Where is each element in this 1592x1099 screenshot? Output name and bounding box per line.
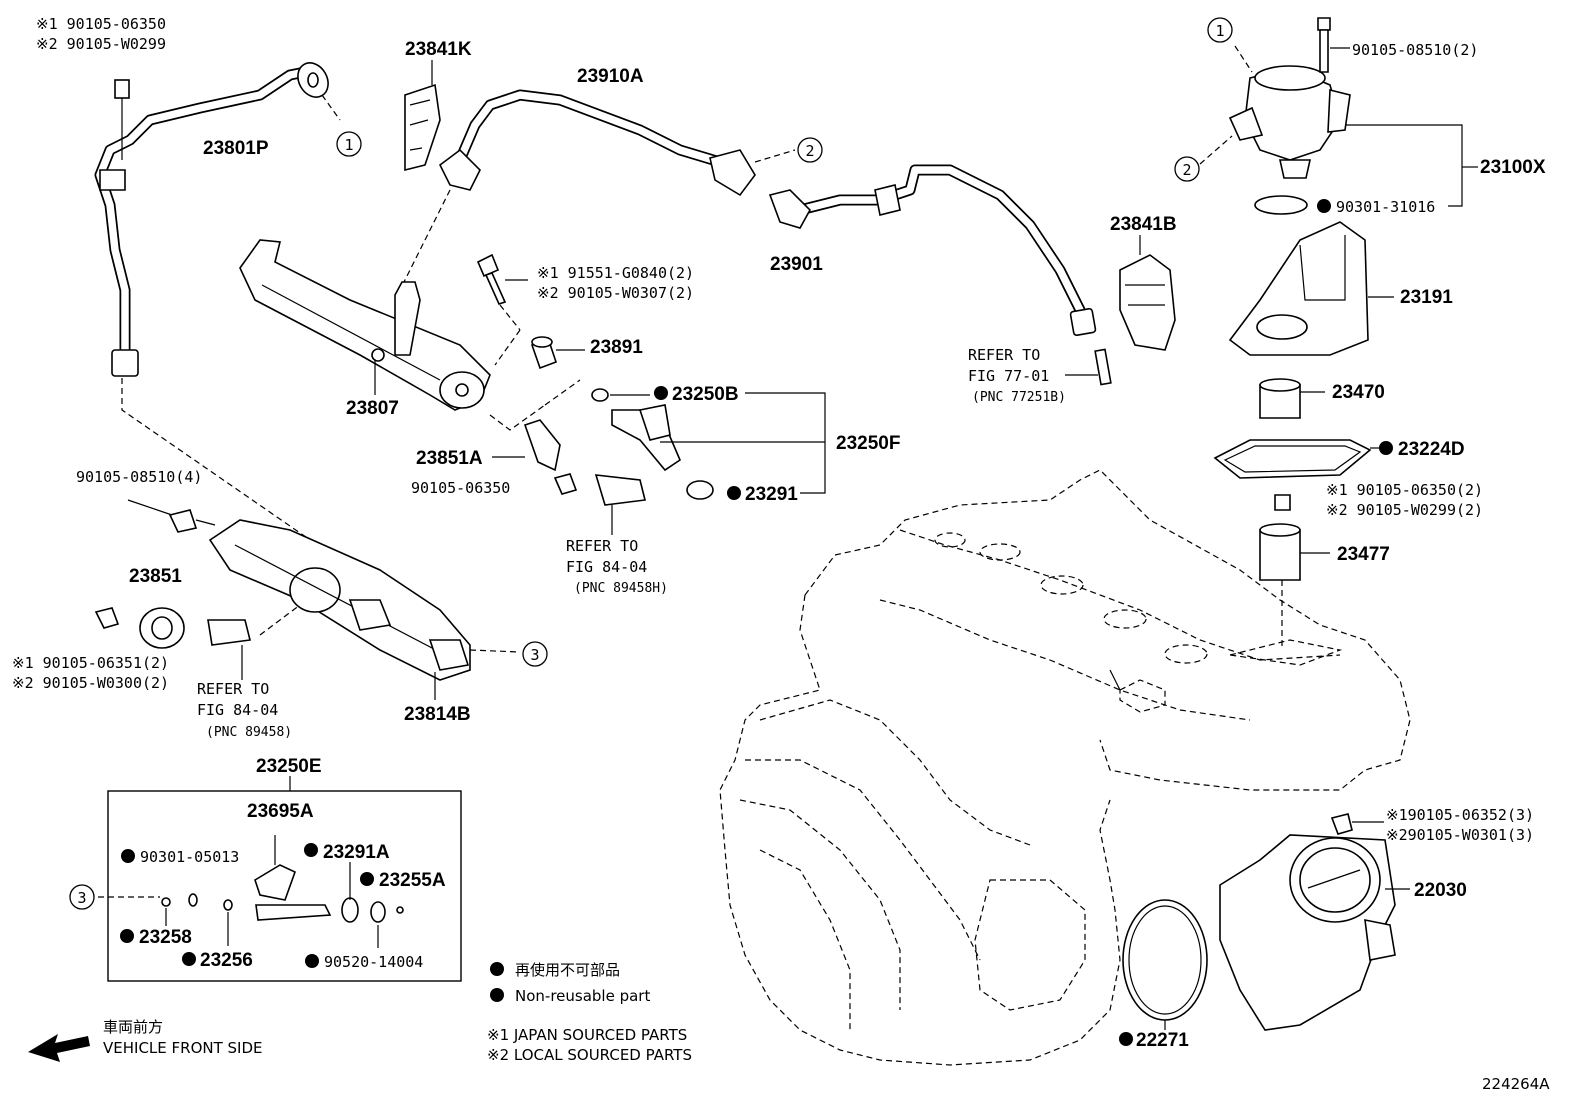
callout-1-top-left: 1 xyxy=(336,131,362,157)
non-reusable-markers xyxy=(120,199,1393,1046)
label-23256: 23256 xyxy=(200,950,253,971)
label-23258: 23258 xyxy=(139,927,192,948)
label-refer-84-04-b-line2: FIG 84-04 xyxy=(197,701,278,719)
fuel-rail-23807 xyxy=(239,239,546,431)
label-23695a: 23695A xyxy=(247,801,314,822)
callout-1-pump: 1 xyxy=(1207,17,1233,43)
callout-2-pump: 2 xyxy=(1174,156,1200,182)
fuel-hose-23910a xyxy=(399,89,796,291)
svg-text:1: 1 xyxy=(1215,22,1224,40)
bolt-and-collar-23891 xyxy=(476,253,585,370)
direction-label-en: VEHICLE FRONT SIDE xyxy=(103,1039,263,1057)
bracket-23851a xyxy=(492,419,646,535)
label-23250e: 23250E xyxy=(256,756,322,777)
label-23910a: 23910A xyxy=(577,66,644,87)
label-bolt-90105-06350: 90105-06350 xyxy=(411,479,510,497)
label-23841k: 23841K xyxy=(405,39,472,60)
engine-block-outline xyxy=(719,469,1411,1066)
legend-nonreusable-en: Non-reusable part xyxy=(515,987,650,1005)
label-bolt-23477-note2: ※2 90105-W0299(2) xyxy=(1326,501,1483,519)
label-23291: 23291 xyxy=(745,484,798,505)
label-bolt-22030-note1: ※190105-06352(3) xyxy=(1386,806,1534,824)
lifter-and-gasket-parts xyxy=(1213,378,1380,650)
label-bolt-90105-08510-4: 90105-08510(4) xyxy=(76,468,202,486)
label-23801p-bolt-note1: ※1 90105-06350 xyxy=(36,15,166,33)
label-23851a: 23851A xyxy=(416,448,483,469)
label-23250f: 23250F xyxy=(836,433,900,454)
label-bolt-90105-08510-2: 90105-08510(2) xyxy=(1352,41,1478,59)
label-bolt-90105-w0307: ※2 90105-W0307(2) xyxy=(537,284,694,302)
injector-kit-23250e-box xyxy=(98,776,462,982)
fuel-rail-23814b xyxy=(127,499,521,700)
label-23100x: 23100X xyxy=(1480,157,1546,178)
label-23801p-bolt-note2: ※2 90105-W0299 xyxy=(36,35,166,53)
label-22271: 22271 xyxy=(1136,1030,1189,1051)
label-23814b: 23814B xyxy=(404,704,471,725)
insulator-23191 xyxy=(1228,221,1394,356)
fuel-pump-23100x xyxy=(1199,17,1478,215)
fuel-hose-23901 xyxy=(768,164,1112,386)
label-23224d: 23224D xyxy=(1398,439,1465,460)
direction-label-jp: 車両前方 xyxy=(103,1018,163,1036)
svg-text:1: 1 xyxy=(344,136,353,154)
label-bolt-91551: ※1 91551-G0840(2) xyxy=(537,264,694,282)
label-23470: 23470 xyxy=(1332,382,1385,403)
label-90520-14004: 90520-14004 xyxy=(324,953,423,971)
svg-text:2: 2 xyxy=(805,142,814,160)
label-refer-77-01-line2: FIG 77-01 xyxy=(968,367,1049,385)
label-23250b: 23250B xyxy=(672,384,739,405)
svg-text:3: 3 xyxy=(530,646,539,664)
callout-3-kit: 3 xyxy=(69,884,95,910)
legend-japan-sourced: ※1 JAPAN SOURCED PARTS xyxy=(487,1026,687,1044)
label-22030: 22030 xyxy=(1414,880,1467,901)
label-refer-84-04-a-line1: REFER TO xyxy=(566,537,638,555)
label-bolt-22030-note2: ※290105-W0301(3) xyxy=(1386,826,1534,844)
callout-3-rail: 3 xyxy=(522,641,548,667)
legend: 再使用不可部品 Non-reusable part ※1 JAPAN SOURC… xyxy=(487,961,692,1064)
label-23841b: 23841B xyxy=(1110,214,1177,235)
front-arrow-icon xyxy=(28,1034,90,1062)
label-bolt-23477-note1: ※1 90105-06350(2) xyxy=(1326,481,1483,499)
label-23807: 23807 xyxy=(346,398,399,419)
label-23901: 23901 xyxy=(770,254,823,275)
label-23891: 23891 xyxy=(590,337,643,358)
label-23851: 23851 xyxy=(129,566,182,587)
label-90301-31016: 90301-31016 xyxy=(1336,198,1435,216)
label-refer-84-04-a-line2: FIG 84-04 xyxy=(566,558,647,576)
label-refer-84-04-b-line3: (PNC 89458) xyxy=(206,725,292,740)
label-bolt-23851-note2: ※2 90105-W0300(2) xyxy=(12,674,169,692)
vehicle-front-indicator: 車両前方 VEHICLE FRONT SIDE xyxy=(28,1018,263,1062)
fuel-hose-23801p xyxy=(94,62,456,641)
illustration-id: 224264A xyxy=(1482,1075,1550,1093)
label-23477: 23477 xyxy=(1337,544,1390,565)
svg-text:3: 3 xyxy=(77,889,86,907)
injector-23250f xyxy=(544,379,826,500)
collar-23851 xyxy=(94,607,251,680)
svg-text:2: 2 xyxy=(1182,161,1191,179)
label-23191: 23191 xyxy=(1400,287,1453,308)
label-refer-84-04-a-line3: (PNC 89458H) xyxy=(574,581,668,596)
label-23291a: 23291A xyxy=(323,842,390,863)
label-refer-84-04-b-line1: REFER TO xyxy=(197,680,269,698)
part-labels: ※1 90105-06350 ※2 90105-W0299 23801P 238… xyxy=(12,15,1546,1051)
label-refer-77-01-line3: (PNC 77251B) xyxy=(972,390,1066,405)
label-bolt-23851-note1: ※1 90105-06351(2) xyxy=(12,654,169,672)
callout-2-top-center: 2 xyxy=(797,137,823,163)
label-23255a: 23255A xyxy=(379,870,446,891)
label-90301-05013: 90301-05013 xyxy=(140,848,239,866)
label-refer-77-01-line1: REFER TO xyxy=(968,346,1040,364)
label-23801p: 23801P xyxy=(203,138,269,159)
legend-local-sourced: ※2 LOCAL SOURCED PARTS xyxy=(487,1046,692,1064)
connector-23841b xyxy=(1119,235,1176,351)
legend-nonreusable-jp: 再使用不可部品 xyxy=(515,961,620,979)
connector-23841k xyxy=(404,60,441,172)
throttle-body-22030 xyxy=(1122,813,1410,1031)
